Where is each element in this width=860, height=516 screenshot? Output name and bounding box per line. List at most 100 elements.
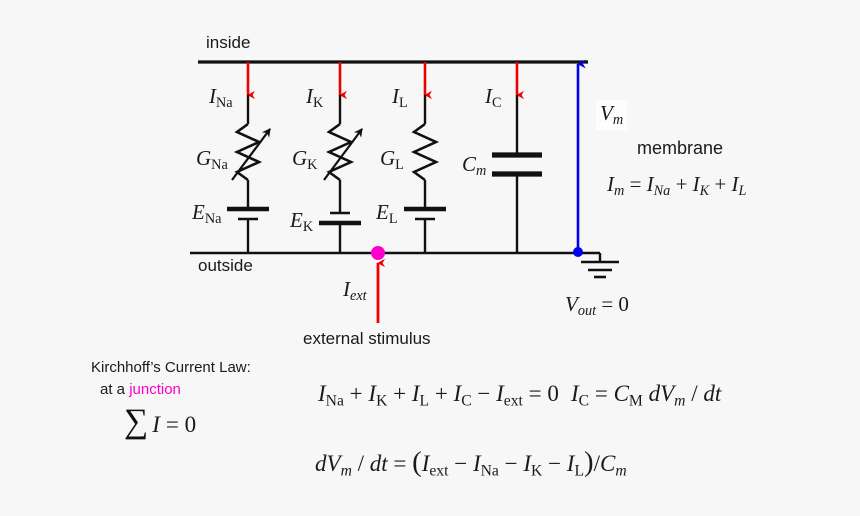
label-ground-voltage-var: V [565, 292, 578, 316]
eq-membrane-t3: I [731, 172, 739, 196]
eq-membrane-t2-sub: K [699, 182, 710, 199]
eq-dvdt-close-paren: ) [584, 446, 594, 478]
eq-ic-dt: dt [703, 381, 722, 406]
eq-kcl-t1-sub: Na [325, 392, 344, 410]
label-inside: inside [206, 33, 251, 52]
equation-membrane-current: Im = INa + IK + IL [607, 172, 746, 200]
eq-ic-equals: = [594, 381, 608, 406]
kirchhoff-sum-var: I [152, 412, 160, 437]
label-battery-na-var: E [192, 200, 205, 224]
label-battery-l-sub: L [388, 210, 398, 227]
eq-dvdt-t2-sub: Na [480, 462, 499, 480]
eq-dvdt-t4-sub: L [574, 462, 585, 480]
label-battery-k: EK [290, 208, 313, 236]
label-battery-l: EL [376, 200, 398, 228]
label-external-current-var: I [343, 277, 350, 301]
kirchhoff-line-2-prefix: at a [100, 381, 130, 398]
label-battery-na: ENa [192, 200, 221, 228]
label-current-na: INa [209, 84, 233, 112]
label-conductance-na-sub: Na [211, 156, 228, 173]
eq-kcl-t3: I [411, 381, 420, 406]
label-conductance-na-var: G [196, 146, 212, 170]
label-current-c: IC [485, 84, 502, 112]
eq-kcl-t4: I [453, 381, 462, 406]
resistor-k-zigzag [325, 122, 355, 182]
eq-dvdt-dt: dt [369, 451, 388, 476]
eq-kcl-t3-sub: L [419, 392, 430, 410]
label-current-na-var: I [209, 84, 216, 108]
eq-dvdt-t4: I [566, 451, 575, 476]
eq-dvdt-op1: − [454, 451, 468, 476]
label-conductance-na: GNa [196, 146, 228, 174]
label-membrane-voltage-var: V [600, 101, 613, 125]
resistor-na-zigzag [233, 122, 263, 182]
ground-node-dot [573, 247, 583, 257]
label-ground-voltage: Vout = 0 [565, 292, 629, 320]
eq-ic-lhs: I [571, 381, 579, 406]
label-conductance-l-var: G [380, 146, 396, 170]
eq-kcl-op5: = [528, 381, 542, 406]
equation-dvdt: dVm / dt = (Iext − INa − IK − IL)/Cm [315, 446, 627, 480]
eq-membrane-lhs-sub: m [614, 182, 625, 199]
label-battery-l-var: E [376, 200, 389, 224]
eq-ic-c-sub: M [628, 392, 643, 410]
eq-membrane-t1: I [646, 172, 654, 196]
label-current-na-sub: Na [216, 94, 233, 111]
eq-dvdt-t1-sub: ext [429, 462, 449, 480]
label-membrane: membrane [637, 138, 724, 158]
variable-arrow-k [323, 128, 363, 181]
label-external-stimulus: external stimulus [303, 329, 431, 348]
label-battery-na-sub: Na [204, 210, 222, 227]
eq-membrane-equals: = [629, 172, 642, 196]
equation-capacitive-current: IC = CM dVm / dt [571, 381, 721, 410]
eq-dvdt-equals: = [393, 451, 407, 476]
eq-kcl-op3: + [434, 381, 448, 406]
eq-dvdt-op3: − [548, 451, 562, 476]
eq-kcl-t5-sub: ext [503, 392, 523, 410]
eq-kcl-op1: + [349, 381, 363, 406]
eq-kcl-t1: I [318, 381, 326, 406]
eq-ic-dv-sub: m [674, 392, 686, 410]
label-current-c-var: I [485, 84, 492, 108]
label-ground-voltage-value: = 0 [601, 292, 629, 316]
eq-dvdt-denom-sub: m [615, 462, 627, 480]
eq-membrane-t1-sub: Na [653, 182, 671, 199]
eq-kcl-t2-sub: K [376, 392, 388, 410]
eq-membrane-t3-sub: L [738, 182, 747, 199]
eq-kcl-op4: − [477, 381, 491, 406]
label-membrane-voltage-sub: m [612, 111, 624, 128]
label-capacitance: Cm [462, 152, 486, 180]
resistor-l-zigzag [410, 122, 440, 182]
label-battery-k-sub: K [302, 218, 314, 235]
label-current-l: IL [392, 84, 408, 112]
label-outside: outside [198, 256, 253, 275]
label-conductance-k-sub: K [307, 156, 318, 173]
sigma-icon: ∑ [124, 403, 149, 440]
kirchhoff-sum-equation: ∑I= 0 [124, 405, 196, 439]
label-conductance-l: GL [380, 146, 404, 174]
equation-kcl: INa + IK + IL + IC − Iext = 0 [318, 381, 559, 410]
label-current-c-sub: C [492, 94, 502, 111]
variable-arrow-na [231, 128, 271, 181]
eq-membrane-op2: + [714, 172, 727, 196]
label-conductance-l-sub: L [395, 156, 404, 173]
eq-dvdt-t2: I [472, 451, 481, 476]
label-membrane-voltage: Vm [596, 100, 628, 130]
label-current-l-sub: L [399, 94, 408, 111]
kirchhoff-line-1: Kirchhoff’s Current Law: [91, 359, 251, 376]
label-external-current: Iext [343, 277, 367, 305]
eq-membrane-lhs: I [607, 172, 614, 196]
label-ground-voltage-sub: out [577, 302, 597, 319]
label-current-k-var: I [306, 84, 313, 108]
label-battery-k-var: E [290, 208, 303, 232]
eq-dvdt-open-paren: ( [412, 446, 422, 478]
label-external-current-sub: ext [350, 287, 367, 304]
eq-kcl-t4-sub: C [461, 392, 472, 410]
eq-ic-slash: / [691, 381, 698, 406]
eq-ic-dv: dV [648, 381, 675, 406]
eq-dvdt-t1: I [421, 451, 430, 476]
eq-dvdt-t3: I [523, 451, 532, 476]
eq-kcl-t5: I [496, 381, 504, 406]
